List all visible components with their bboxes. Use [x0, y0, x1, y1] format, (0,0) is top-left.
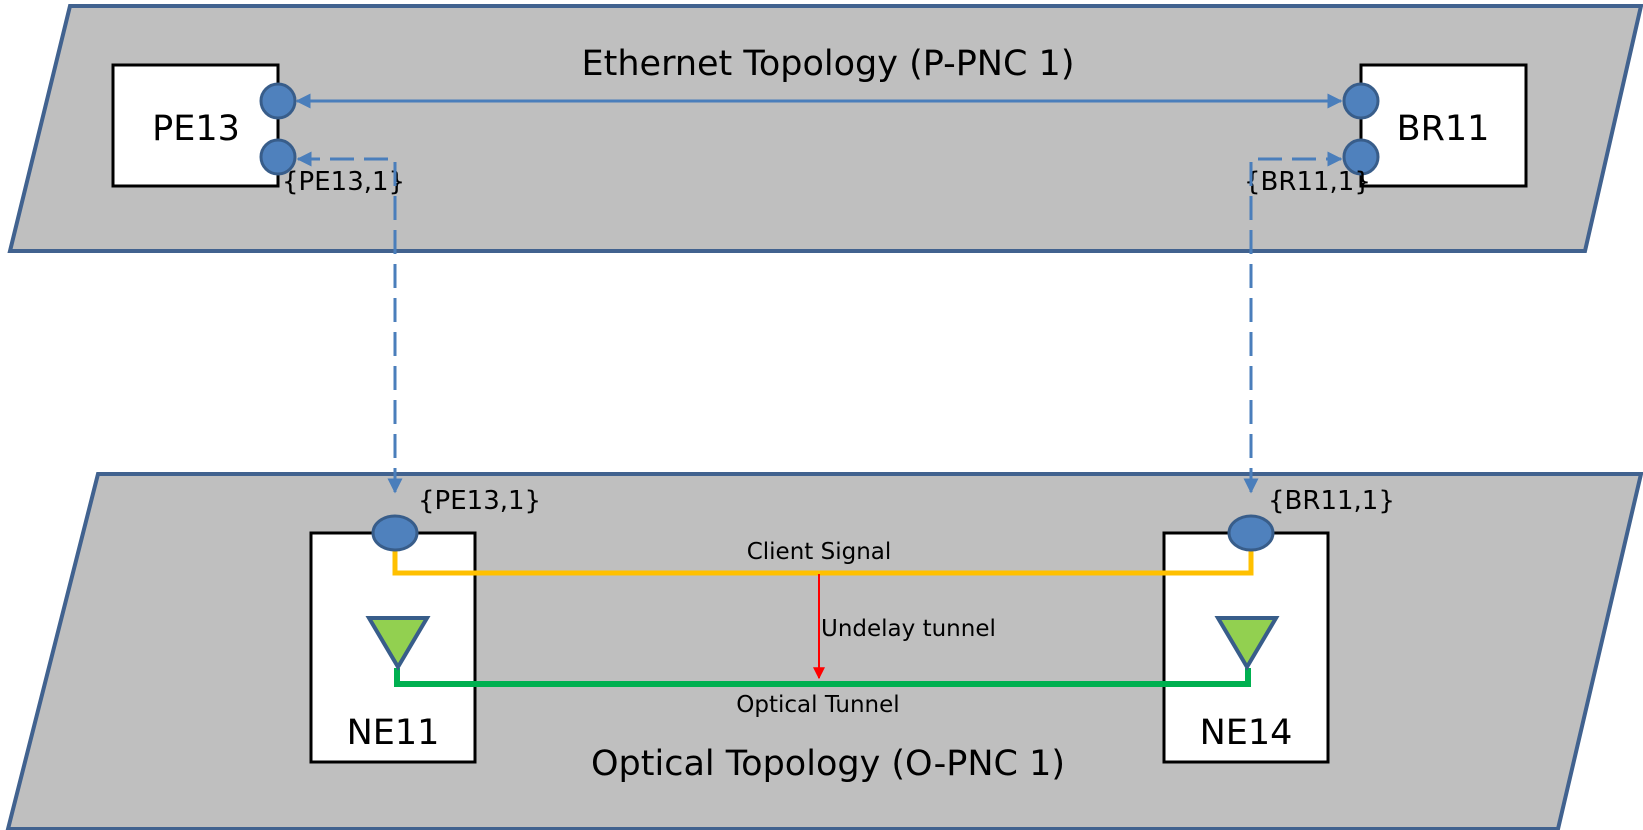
node-ne11-label: NE11 — [347, 713, 440, 753]
layer-mapping-links — [296, 151, 1343, 494]
eth-port-label-pe13: {PE13,1} — [282, 167, 405, 197]
ethernet-plane-shape — [7, 4, 1643, 253]
opt-port-label-br11: {BR11,1} — [1268, 486, 1395, 516]
port-pe13-top[interactable] — [259, 82, 297, 120]
optical-topology-plane: NE11 NE14 {PE13,1} {BR11,1} Client Signa… — [5, 472, 1643, 830]
node-br11-label: BR11 — [1397, 109, 1490, 149]
port-ne14-client[interactable] — [1227, 514, 1275, 552]
node-pe13-label: PE13 — [152, 109, 240, 149]
transponder-ne11-icon — [365, 616, 431, 671]
port-br11-top[interactable] — [1342, 82, 1380, 120]
node-br11[interactable]: BR11 — [1359, 63, 1528, 188]
optical-tunnel-label: Optical Tunnel — [736, 692, 899, 718]
underlay-tunnel-label: Undelay tunnel — [821, 616, 996, 642]
client-signal-link — [392, 550, 1254, 576]
node-pe13[interactable]: PE13 — [111, 63, 280, 188]
port-pe13-1[interactable] — [259, 138, 297, 176]
port-ne11-client[interactable] — [371, 514, 419, 552]
node-pe13-box[interactable] — [111, 63, 280, 188]
optical-tunnel-link — [394, 668, 1251, 687]
ethernet-topology-plane: Ethernet Topology (P-PNC 1) PE13 BR11 {P… — [7, 4, 1643, 253]
node-ne14-label: NE14 — [1200, 713, 1293, 753]
optical-plane-title: Optical Topology (O-PNC 1) — [591, 744, 1065, 784]
opt-port-label-pe13: {PE13,1} — [418, 486, 541, 516]
ethernet-plane-title: Ethernet Topology (P-PNC 1) — [582, 44, 1075, 84]
eth-port-label-br11: {BR11,1} — [1244, 167, 1371, 197]
mapping-link-br11 — [1243, 151, 1343, 494]
transponder-ne14-icon — [1214, 616, 1280, 671]
port-br11-1[interactable] — [1342, 138, 1380, 176]
node-br11-box[interactable] — [1359, 63, 1528, 188]
mapping-link-pe13 — [296, 151, 403, 494]
client-signal-label: Client Signal — [747, 539, 892, 565]
